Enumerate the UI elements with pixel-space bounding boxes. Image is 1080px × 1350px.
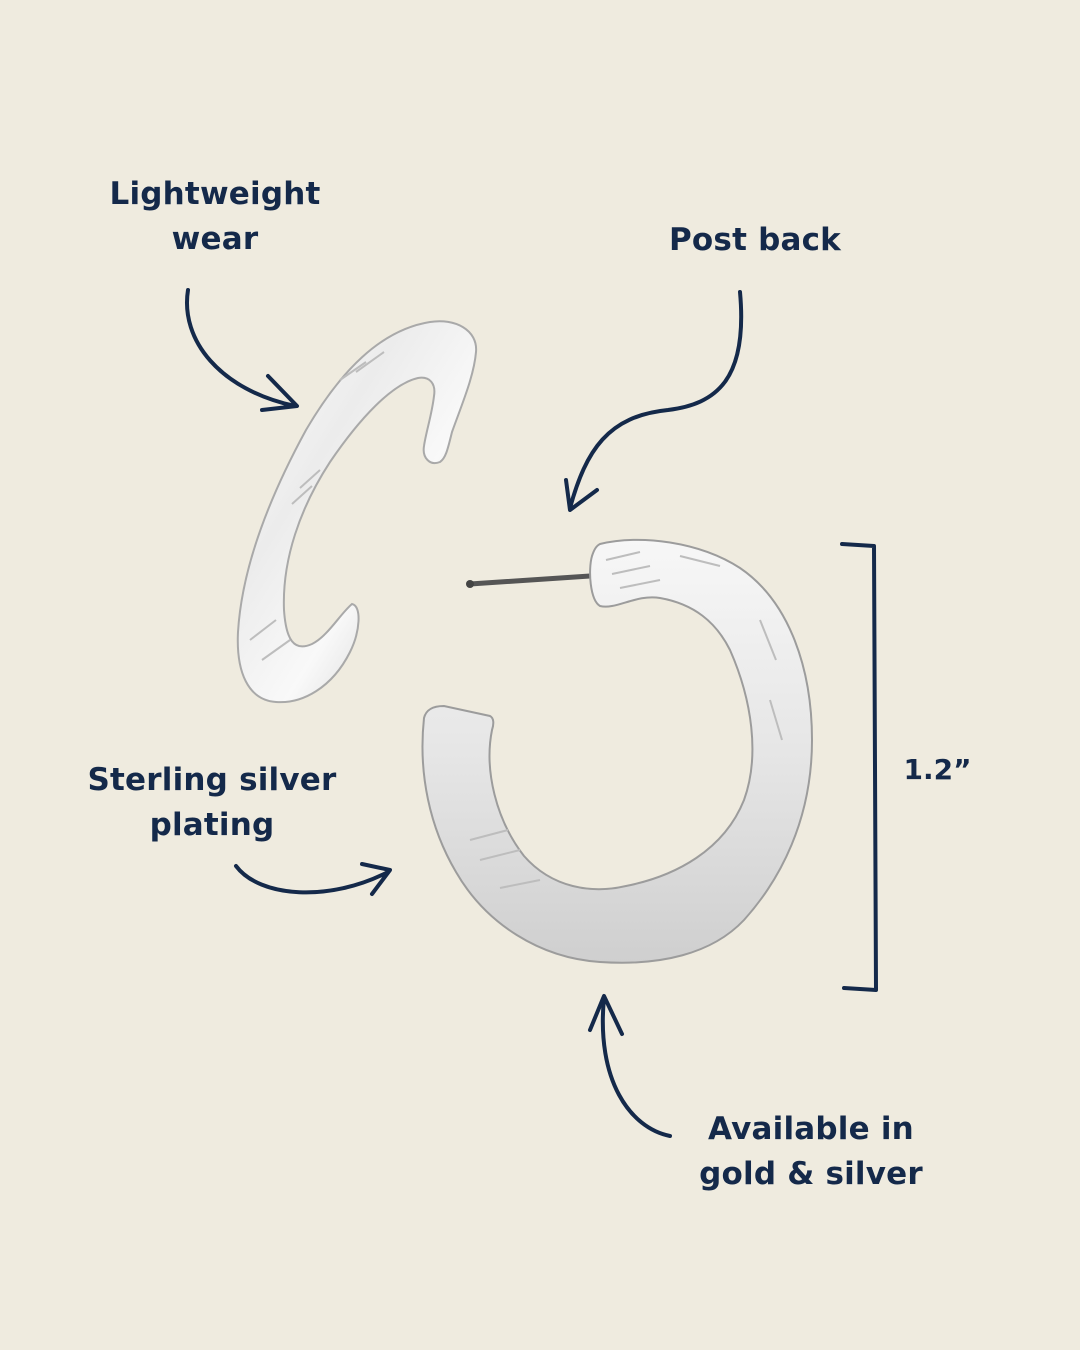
earring-front-texture (469, 551, 783, 889)
callout-sterling: Sterling silver plating (72, 758, 352, 848)
arrow-post-back-icon (564, 290, 744, 512)
callout-lightweight-line1: Lightweight (109, 176, 321, 212)
arrow-sterling-icon (234, 862, 392, 896)
dimension-label: 1.2” (903, 753, 972, 786)
callout-lightweight-line2: wear (171, 221, 259, 257)
callout-post-back-line1: Post back (669, 222, 841, 258)
arrow-lightweight-icon (185, 288, 299, 412)
callout-lightweight: Lightweight wear (95, 172, 335, 262)
earring-side-texture (249, 351, 385, 661)
earring-side-view (236, 320, 478, 704)
callout-sterling-line2: plating (149, 807, 275, 843)
arrow-available-icon (588, 994, 672, 1138)
callout-available: Available in gold & silver (676, 1107, 946, 1197)
earring-side-shape (236, 320, 478, 704)
earring-post (467, 573, 593, 587)
earring-front-view (421, 538, 814, 964)
dimension-bracket-icon (840, 542, 878, 992)
callout-available-line2: gold & silver (699, 1156, 923, 1192)
callout-sterling-line1: Sterling silver (87, 762, 337, 798)
callout-post-back: Post back (640, 218, 870, 263)
earring-post-tip (466, 580, 474, 588)
earring-front-shape (421, 538, 814, 964)
callout-available-line1: Available in (708, 1111, 914, 1147)
